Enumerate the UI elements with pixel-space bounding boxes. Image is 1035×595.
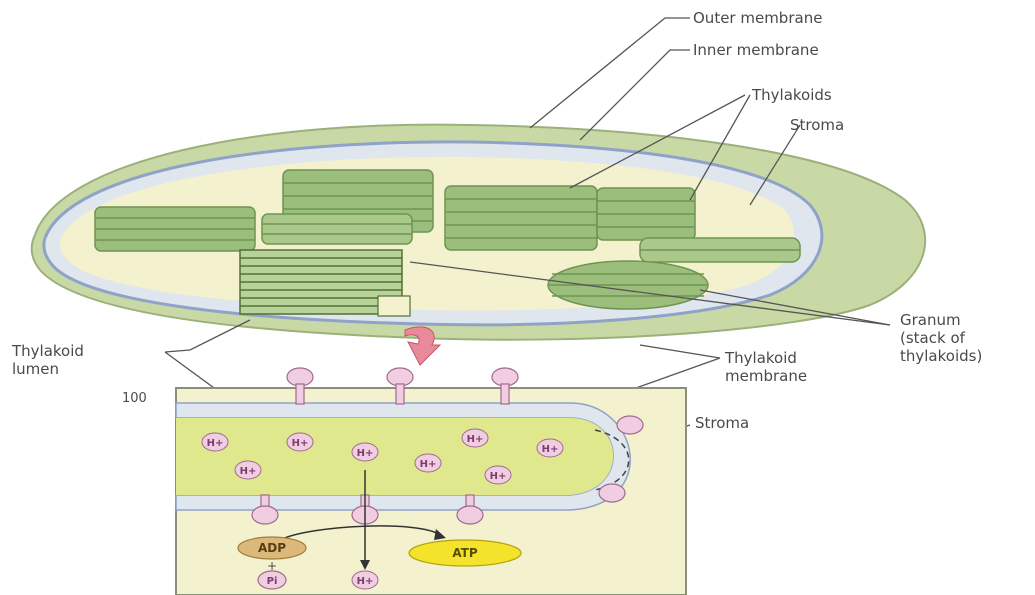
label-thylakoid-lumen-line2: lumen bbox=[12, 360, 59, 378]
proton: H+ bbox=[202, 433, 228, 451]
svg-text:H+: H+ bbox=[292, 438, 309, 449]
svg-text:H+: H+ bbox=[240, 466, 257, 477]
label-thylakoid-membrane-line2: membrane bbox=[725, 367, 807, 385]
proton: H+ bbox=[352, 443, 378, 461]
label-granum: Granum bbox=[900, 311, 961, 329]
svg-text:H+: H+ bbox=[420, 459, 437, 470]
svg-text:ATP: ATP bbox=[452, 546, 478, 560]
proton: H+ bbox=[485, 466, 511, 484]
proton: H+ bbox=[235, 461, 261, 479]
label-stroma-bottom: Stroma bbox=[695, 414, 749, 432]
label-thylakoids: Thylakoids bbox=[751, 86, 832, 104]
stroma-thylakoid-connector bbox=[640, 238, 800, 262]
adp-molecule: ADP bbox=[238, 537, 306, 559]
label-stroma-top: Stroma bbox=[790, 116, 844, 134]
svg-text:H+: H+ bbox=[542, 444, 559, 455]
label-thylakoid-membrane: Thylakoid bbox=[724, 349, 797, 367]
atp-molecule: ATP bbox=[409, 540, 521, 566]
scale-mark: 100 bbox=[122, 391, 147, 406]
svg-text:H+: H+ bbox=[357, 448, 374, 459]
svg-text:H+: H+ bbox=[490, 471, 507, 482]
label-outer-membrane: Outer membrane bbox=[693, 9, 822, 27]
svg-text:H+: H+ bbox=[467, 434, 484, 445]
svg-text:Pi: Pi bbox=[267, 576, 278, 587]
svg-text:H+: H+ bbox=[207, 438, 224, 449]
proton: H+ bbox=[352, 571, 378, 589]
proton: H+ bbox=[462, 429, 488, 447]
membrane-protein bbox=[599, 484, 625, 502]
svg-text:H+: H+ bbox=[357, 576, 374, 587]
label-granum-line2: (stack of bbox=[900, 329, 966, 347]
proton: H+ bbox=[287, 433, 313, 451]
proton: H+ bbox=[415, 454, 441, 472]
svg-text:ADP: ADP bbox=[258, 541, 286, 555]
granum-stack-front bbox=[240, 250, 410, 316]
proton: H+ bbox=[537, 439, 563, 457]
granum-stack-right bbox=[597, 188, 695, 240]
granum-stack-lower-right bbox=[548, 261, 708, 309]
label-inner-membrane: Inner membrane bbox=[693, 41, 819, 59]
granum-stack-middle bbox=[262, 214, 412, 244]
membrane-protein bbox=[617, 416, 643, 434]
label-thylakoid-lumen: Thylakoid bbox=[11, 342, 84, 360]
pi-molecule: Pi bbox=[258, 571, 286, 589]
granum-stack-left bbox=[95, 207, 255, 251]
label-granum-line3: thylakoids) bbox=[900, 347, 982, 365]
granum-stack-center bbox=[445, 186, 597, 250]
